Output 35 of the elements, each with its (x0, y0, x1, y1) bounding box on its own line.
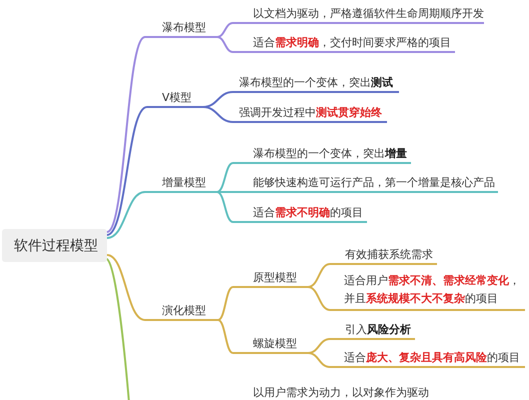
topic-text: 增量模型 (145, 175, 217, 193)
note-text: 强调开发过程中测试贯穿始终 (233, 105, 387, 123)
branch-curve (307, 263, 331, 288)
note-text: 瀑布模型的一个变体，突出增量 (233, 146, 411, 164)
note-text: 有效捕获系统需求 (330, 247, 437, 265)
topic-text: 原型模型 (233, 270, 308, 288)
branch-curve (106, 191, 146, 239)
branch-curve (216, 162, 234, 193)
branch-curve (106, 36, 146, 233)
branch-curve (217, 286, 234, 321)
branch-curve (307, 338, 331, 354)
branch-curve (106, 254, 146, 321)
note-text: 以文档为驱动，严格遵循软件生命周期顺序开发 (233, 6, 484, 24)
branch-curve (106, 258, 130, 400)
note-text: 适合用户需求不清、需求经常变化，并且系统规模不大不复杂的项目 (330, 272, 525, 311)
branch-curve (307, 286, 331, 311)
branch-curve (216, 22, 234, 38)
note-text: 适合需求明确，交付时间要求严格的项目 (233, 35, 455, 53)
note-text: 适合需求不明确的项目 (233, 205, 367, 223)
branch-curve (106, 106, 148, 236)
topic-text: 螺旋模型 (233, 336, 308, 354)
branch-curve (217, 319, 234, 354)
branch-curve (216, 191, 234, 223)
note-text: 能够快速构造可运行产品，第一个增量是核心产品 (233, 175, 498, 193)
topic-text: 演化模型 (145, 303, 218, 321)
note-text: 瀑布模型的一个变体，突出测试 (233, 75, 399, 93)
root-box: 软件过程模型 (2, 229, 107, 262)
topic-text: V模型 (147, 90, 203, 108)
branch-curve (307, 352, 331, 368)
note-text: 适合庞大、复杂且具有高风险的项目 (330, 350, 525, 368)
branch-curve (216, 36, 234, 53)
topic-text: 瀑布模型 (145, 20, 217, 38)
branch-curve (202, 106, 234, 123)
note-text: 以用户需求为动力，以对象作为驱动 (253, 385, 429, 400)
note-text: 引入风险分析 (330, 322, 415, 340)
